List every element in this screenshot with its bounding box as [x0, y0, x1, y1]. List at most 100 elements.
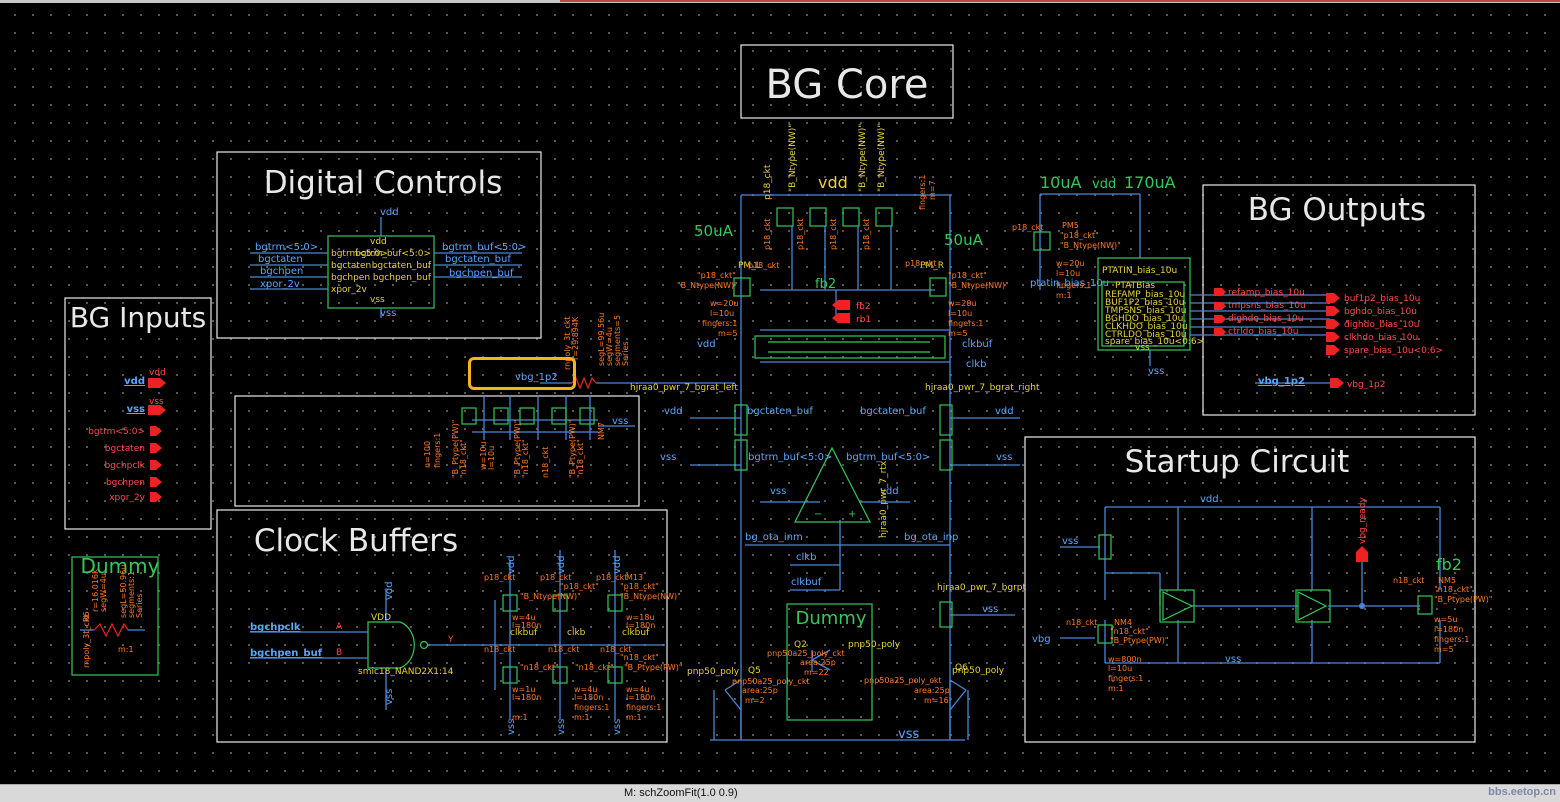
svg-text:l=10u: l=10u [710, 309, 734, 318]
pin-bgchpclk[interactable] [150, 460, 162, 470]
frame-digital-controls[interactable]: Digital Controls [216, 151, 542, 339]
svg-text:clkbuf: clkbuf [962, 339, 993, 350]
svg-text:vss: vss [380, 308, 396, 319]
svg-text:bgtrm<5:0>: bgtrm<5:0> [331, 249, 388, 259]
pm-r-params: p18_ckt "p18_ckt" "B_Ntype(NW)" w=20u l=… [905, 259, 1009, 338]
pin-rb1[interactable] [832, 313, 850, 323]
svg-text:bgctaten: bgctaten [258, 254, 303, 265]
svg-text:m=16: m=16 [924, 696, 949, 705]
svg-text:hjraa0_pwr_7_bgrat_left: hjraa0_pwr_7_bgrat_left [630, 383, 738, 393]
pin-bgctaten[interactable] [150, 443, 162, 453]
svg-text:w=4u: w=4u [574, 685, 597, 694]
pin-bgtrm[interactable] [150, 426, 162, 436]
digital-control-block[interactable]: vdd vss vdd vss bgtrm<5:0> bgctaten bgch… [250, 207, 526, 319]
frame-bg-inputs[interactable]: BG Inputs [64, 297, 212, 530]
clock-buffer-circuit[interactable]: bgchpclk bgchpen_buf vdd vss VDD A B Y s… [250, 550, 683, 735]
svg-text:bgchpclk: bgchpclk [105, 461, 146, 471]
svg-text:fb2: fb2 [856, 302, 871, 312]
svg-text:vss: vss [770, 486, 786, 497]
svg-text:area:25p: area:25p [742, 686, 778, 695]
svg-text:NM4: NM4 [1114, 618, 1132, 627]
svg-text:pnp50_poly: pnp50_poly [952, 666, 1005, 676]
svg-text:vdd: vdd [1200, 494, 1219, 505]
svg-text:hjraa0_pwr_7_bgrpt: hjraa0_pwr_7_bgrpt [937, 583, 1027, 593]
svg-text:bgtrm_buf<5:0>: bgtrm_buf<5:0> [355, 249, 431, 259]
dummy-left-block[interactable]: Dummy rnpoly_3t_ckt R6 r=16.016K segW=4u… [71, 554, 160, 676]
bg-core-circuit[interactable]: p18_ckt "B_Ntype(NW)" "B_Ntype(NW)" "B_N… [630, 124, 1040, 742]
svg-text:m:1: m:1 [512, 713, 528, 722]
bg-output-pins[interactable] [1326, 293, 1344, 388]
nand2-gate[interactable] [367, 621, 415, 669]
svg-text:l=10u: l=10u [948, 309, 972, 318]
vbg-divider[interactable]: vbg_1p2 vss n=100 fingers:1 "B_Ptype(PW)… [423, 313, 735, 478]
pin-bgchpen[interactable] [150, 477, 162, 487]
svg-text:"n18_ckt": "n18_ckt" [576, 439, 585, 478]
frame-vbg-divider[interactable] [234, 395, 640, 507]
svg-text:rb1: rb1 [856, 315, 871, 325]
svg-text:bgtrm_buf<5:0>: bgtrm_buf<5:0> [442, 242, 526, 253]
core-opamp[interactable] [794, 446, 871, 523]
schematic-canvas[interactable] [0, 0, 1560, 784]
svg-text:"n18_ckt": "n18_ckt" [459, 439, 468, 478]
svg-text:PM_R: PM_R [920, 261, 944, 271]
frame-bg-outputs[interactable]: BG Outputs [1202, 184, 1476, 416]
svg-text:vss: vss [996, 452, 1012, 463]
bg-inputs-pins[interactable]: vdd vdd vss vss bgtrm<5:0> bgctaten bgch… [88, 368, 166, 503]
svg-text:Y: Y [447, 635, 454, 645]
ptat-bias-block[interactable] [1097, 257, 1191, 351]
status-bar: M: schZoomFit(1.0 0.9) bbs.eetop.cn [0, 784, 1560, 802]
svg-text:smic18_NAND2X1:14: smic18_NAND2X1:14 [358, 667, 454, 677]
svg-text:vdd: vdd [612, 555, 623, 574]
svg-text:fingers:1: fingers:1 [574, 703, 609, 712]
svg-text:vss: vss [556, 719, 567, 735]
svg-text:segments=5: segments=5 [613, 315, 622, 366]
frame-title-bg-inputs: BG Inputs [70, 301, 206, 334]
svg-text:p18_ckt: p18_ckt [748, 261, 779, 270]
svg-text:pnp50a25_poly_ckt: pnp50a25_poly_ckt [767, 649, 845, 658]
current-label-left: 50uA [694, 222, 734, 240]
svg-text:NM7: NM7 [597, 422, 606, 440]
svg-text:bgctaten_buf: bgctaten_buf [372, 261, 432, 271]
pin-vdd[interactable] [148, 378, 166, 388]
svg-text:−: − [814, 509, 822, 520]
svg-text:clkbuf: clkbuf [791, 577, 822, 588]
pin-vss[interactable] [148, 405, 166, 415]
svg-text:vdd: vdd [697, 339, 716, 350]
svg-text:w=800n: w=800n [1108, 655, 1142, 664]
dummy-center-block[interactable]: Dummy Q2 pnp50_poly pnp50a25_poly_ckt ar… [767, 603, 901, 721]
svg-text:vss: vss [1148, 366, 1164, 377]
svg-text:n=100: n=100 [423, 441, 432, 468]
startup-circuit[interactable]: vdd vss vss vbg_ready vbg fb2 n18_ckt NM… [1032, 494, 1493, 693]
pm-l-params: p18_ckt "p18_ckt" "B_Ntype(NW)" w=20u l=… [677, 261, 779, 338]
svg-text:vss: vss [127, 404, 145, 415]
svg-text:vbg: vbg [1032, 634, 1051, 645]
svg-text:bgctaten_buf: bgctaten_buf [747, 406, 813, 417]
svg-text:vss: vss [384, 689, 395, 705]
ptat-intermediate-pins[interactable] [1214, 288, 1226, 336]
svg-text:PTATIN_bias_10u: PTATIN_bias_10u [1102, 266, 1177, 276]
svg-text:p18_ckt: p18_ckt [1012, 223, 1043, 232]
frame-startup-circuit[interactable]: Startup Circuit [1024, 436, 1476, 743]
svg-text:vss: vss [149, 397, 164, 407]
schematic-drawing[interactable]: BG Core Digital Controls BG Inputs BG Ou… [0, 0, 1560, 784]
svg-text:dighdo_bias_10u: dighdo_bias_10u [1344, 320, 1419, 330]
frame-bg-core[interactable]: BG Core [740, 44, 954, 119]
ptat-bias-section[interactable]: 10uA vdd 170uA p18_ckt PM5 "p18_ckt" "B_… [1012, 173, 1443, 390]
pin-xpor-2v[interactable] [150, 492, 162, 502]
svg-text:xpor_2v: xpor_2v [109, 493, 145, 503]
frame-clock-buffers[interactable]: Clock Buffers [216, 509, 668, 743]
svg-text:l=180n: l=180n [512, 621, 541, 630]
ptat-mirror-device [1033, 231, 1051, 251]
pin-vbg-ready[interactable] [1356, 546, 1368, 562]
svg-text:p18_ckt: p18_ckt [796, 219, 805, 250]
svg-text:l=180n: l=180n [626, 693, 655, 702]
pin-fb2[interactable] [832, 300, 850, 310]
svg-text:n18_ckt: n18_ckt [600, 645, 631, 654]
svg-text:vdd: vdd [124, 376, 145, 387]
svg-text:m=5: m=5 [1434, 645, 1454, 654]
svg-text:clkbuf: clkbuf [510, 628, 538, 638]
svg-text:bgchpen: bgchpen [260, 266, 303, 277]
svg-text:fb2: fb2 [1436, 555, 1462, 574]
dummy-resistor-symbol [93, 622, 129, 638]
window-top-accent [560, 0, 1560, 2]
